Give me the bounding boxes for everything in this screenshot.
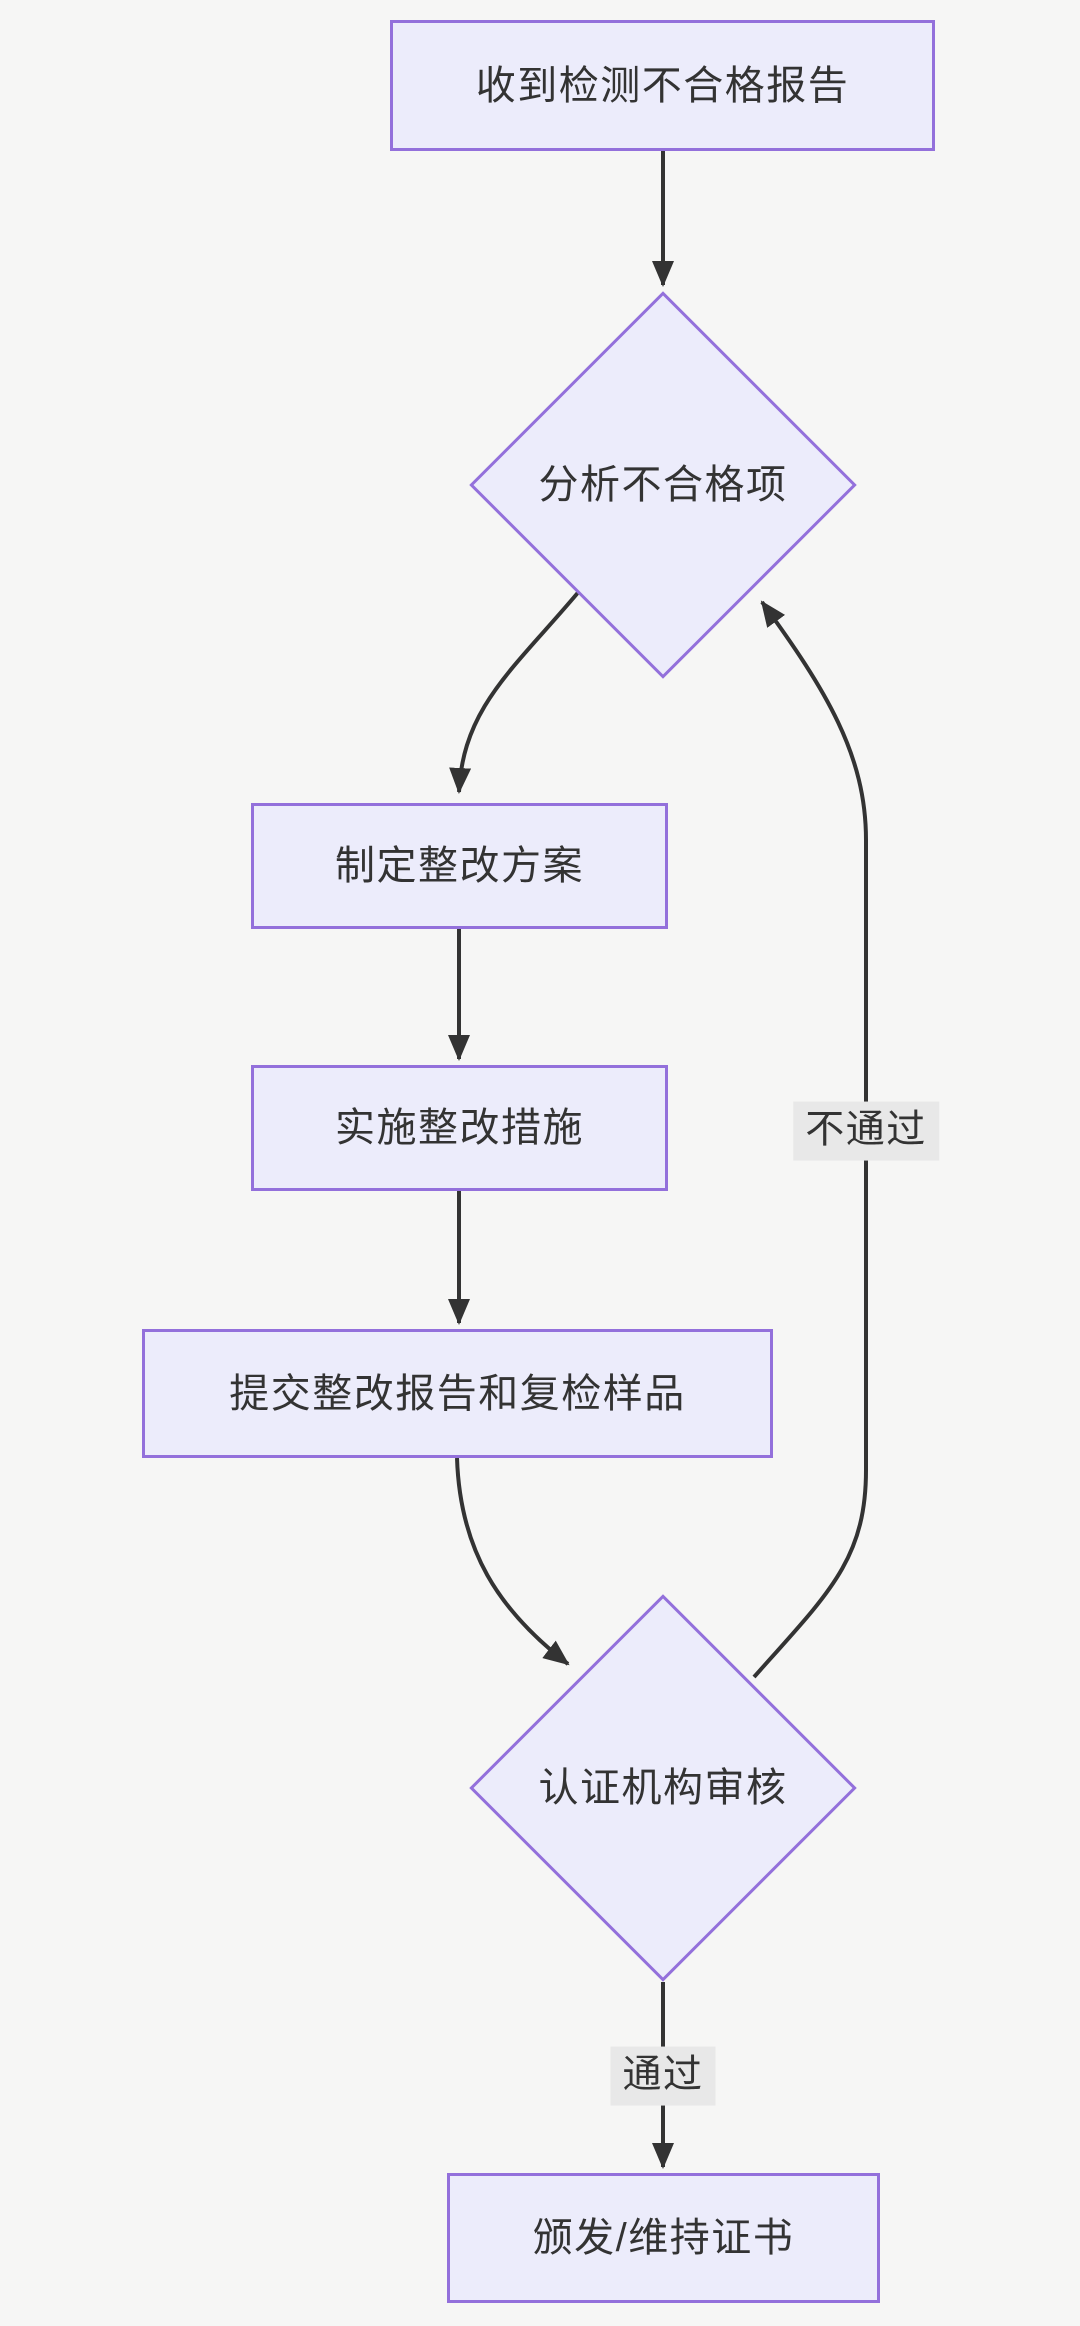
node-submit-report: 提交整改报告和复检样品: [142, 1329, 773, 1458]
node-certification-review: 认证机构审核: [469, 1594, 857, 1982]
node-submit-report-label: 提交整改报告和复检样品: [229, 1371, 686, 1416]
node-analyze-nonconformity-label: 分析不合格项: [538, 463, 788, 507]
node-certification-review-label: 认证机构审核: [538, 1766, 788, 1810]
node-analyze-nonconformity: 分析不合格项: [469, 291, 857, 679]
node-receive-report: 收到检测不合格报告: [390, 20, 935, 151]
node-implement-measures: 实施整改措施: [251, 1065, 668, 1191]
edge-submit-to-review: [455, 1457, 570, 1666]
node-issue-certificate: 颁发/维持证书: [447, 2173, 880, 2303]
node-issue-certificate-label: 颁发/维持证书: [532, 2216, 795, 2260]
edge-label-pass: 通过: [610, 2046, 716, 2106]
node-develop-plan-label: 制定整改方案: [335, 844, 584, 888]
edge-label-fail: 不通过: [793, 1101, 939, 1161]
edge-analyze-to-plan: [449, 587, 583, 794]
node-develop-plan: 制定整改方案: [251, 803, 668, 929]
node-implement-measures-label: 实施整改措施: [335, 1106, 584, 1150]
edge-review-fail-to-analyze: [752, 600, 868, 1679]
node-receive-report-label: 收到检测不合格报告: [475, 63, 850, 108]
